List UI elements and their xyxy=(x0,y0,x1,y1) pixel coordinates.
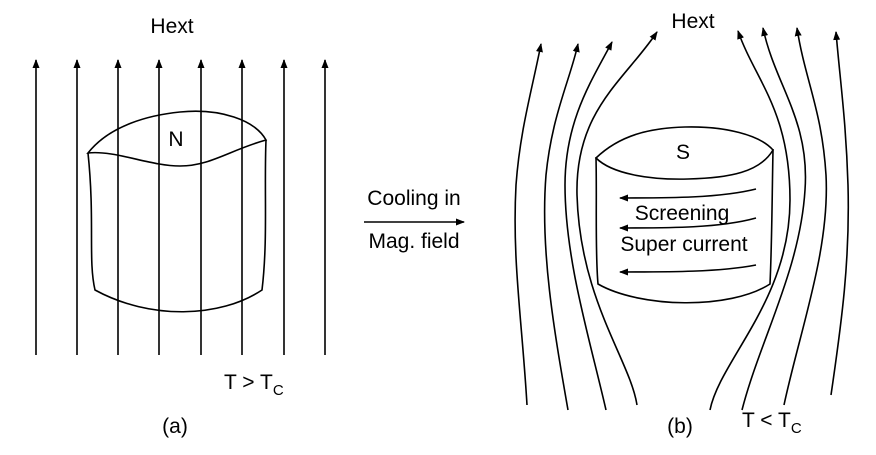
field-lines-a xyxy=(32,59,329,355)
current-label-super-current: Super current xyxy=(620,233,747,256)
screening-currents xyxy=(619,188,757,276)
field-line xyxy=(783,27,828,406)
field-line xyxy=(514,43,543,406)
field-line xyxy=(564,41,613,411)
transition-line-1: Cooling in xyxy=(367,187,460,210)
caption-b: (b) xyxy=(667,415,693,438)
panel-b: Hext S Screening Super current T < TC ( xyxy=(514,10,850,438)
field-lines-b xyxy=(514,27,850,411)
temperature-subscript: C xyxy=(791,420,802,437)
temperature-prefix: T < T xyxy=(742,409,791,432)
field-line xyxy=(709,30,791,411)
field-line xyxy=(741,27,807,411)
field-line xyxy=(576,31,658,406)
current-arrow xyxy=(619,264,757,276)
normal-cylinder xyxy=(86,110,268,313)
state-label-super: S xyxy=(676,141,690,164)
current-label-screening: Screening xyxy=(635,202,730,225)
state-label-normal: N xyxy=(168,128,183,151)
field-label-a: Hext xyxy=(150,15,193,38)
current-arrow xyxy=(619,188,757,202)
cylinder-top xyxy=(594,126,774,180)
panel-a: Hext N T > TC (a) xyxy=(32,15,329,438)
caption-a: (a) xyxy=(162,415,188,438)
temperature-prefix: T > T xyxy=(224,371,273,394)
temperature-label-b: T < TC xyxy=(742,409,802,437)
field-label-b: Hext xyxy=(671,10,714,33)
cylinder-top xyxy=(86,110,268,167)
current-arrow xyxy=(619,217,757,232)
field-line xyxy=(543,43,580,411)
field-line xyxy=(830,31,850,396)
temperature-label-a: T > TC xyxy=(224,371,284,399)
transition-line-2: Mag. field xyxy=(368,230,459,253)
cylinder-body xyxy=(87,139,267,313)
transition: Cooling in Mag. field xyxy=(364,187,465,253)
temperature-subscript: C xyxy=(273,382,284,399)
